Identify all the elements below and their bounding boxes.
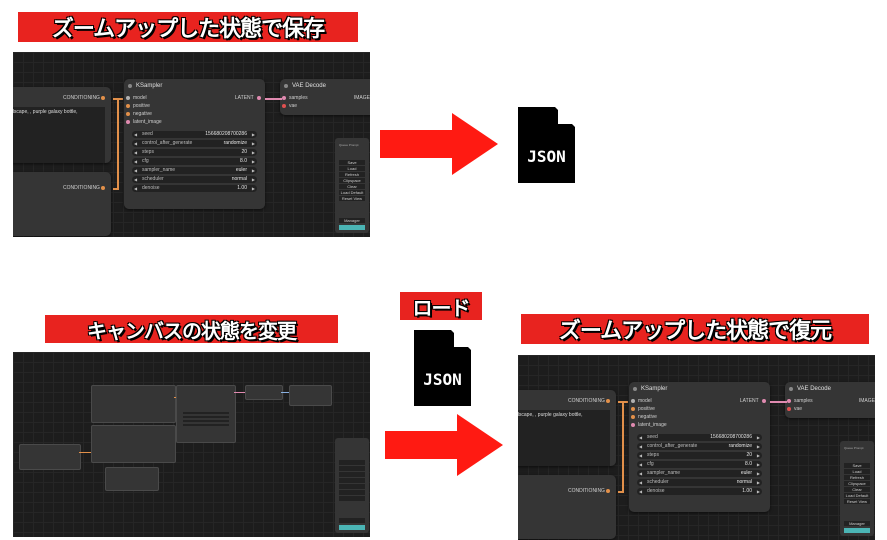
mini-empty-latent-node [105,467,159,491]
banner-change-canvas: キャンバスの状態を変更 [45,315,338,343]
menu-reset-view-button[interactable]: Reset View [339,196,365,201]
prompt-text[interactable]: ldscape, , purple galaxy bottle, [518,410,610,466]
mini-save-image-node [289,385,332,406]
json-label: JSON [423,370,462,389]
ksampler-title: KSampler [124,79,265,93]
mini-ksampler-node [176,385,236,443]
clip-text-node-top: ldscape, , purple galaxy bottle, [13,87,111,163]
menu-load-button[interactable]: Load [339,166,365,171]
menu-refresh-button[interactable]: Refresh [339,172,365,177]
vae-decode-node[interactable]: VAE Decode samples vae IMAGE [785,382,875,418]
clip-text-node-bottom [13,172,111,236]
side-menu [335,438,369,533]
screenshot-zoomed-restore: ldscape, , purple galaxy bottle, CONDITI… [518,355,875,540]
screenshot-canvas-change [13,352,370,537]
right-arrow-icon [385,414,503,476]
ksampler-node[interactable]: KSampler model positive negative latent_… [124,79,265,209]
vae-decode-title: VAE Decode [280,79,370,93]
mini-load-checkpoint-node [19,444,81,470]
mini-clip-text-node [91,385,176,423]
clip-text-node-bottom [518,475,616,539]
banner-zoom-save: ズームアップした状態で保存 [18,12,358,42]
ksampler-node[interactable]: KSampler model positive negative latent_… [629,382,770,512]
json-label: JSON [527,147,566,166]
json-file-icon: JSON [518,107,575,183]
screenshot-zoomed-save: ldscape, , purple galaxy bottle, CONDITI… [13,52,370,237]
menu-clipspace-button[interactable]: Clipspace [339,178,365,183]
prompt-text[interactable]: ldscape, , purple galaxy bottle, [13,107,105,163]
banner-zoom-restore: ズームアップした状態で復元 [521,314,869,344]
menu-manager-button[interactable]: Manager [339,218,365,223]
side-menu: Queue Prompt Save Load Refresh Clipspace… [840,441,874,536]
json-file-icon: JSON [414,330,471,406]
vae-decode-node[interactable]: VAE Decode samples vae IMAGE [280,79,370,115]
right-arrow-icon [380,113,498,175]
mini-clip-text-node [91,425,176,463]
clip-text-node-top: ldscape, , purple galaxy bottle, [518,390,616,466]
menu-clear-button[interactable]: Clear [339,184,365,189]
mini-vae-decode-node [245,385,283,400]
side-menu: Queue Prompt Save Load Refresh Clipspace… [335,138,369,233]
banner-load: ロード [400,292,482,320]
menu-load-default-button[interactable]: Load Default [339,190,365,195]
conditioning-output-top: CONDITIONING [63,95,108,102]
menu-save-button[interactable]: Save [339,160,365,165]
conditioning-output-bottom: CONDITIONING [63,185,108,192]
